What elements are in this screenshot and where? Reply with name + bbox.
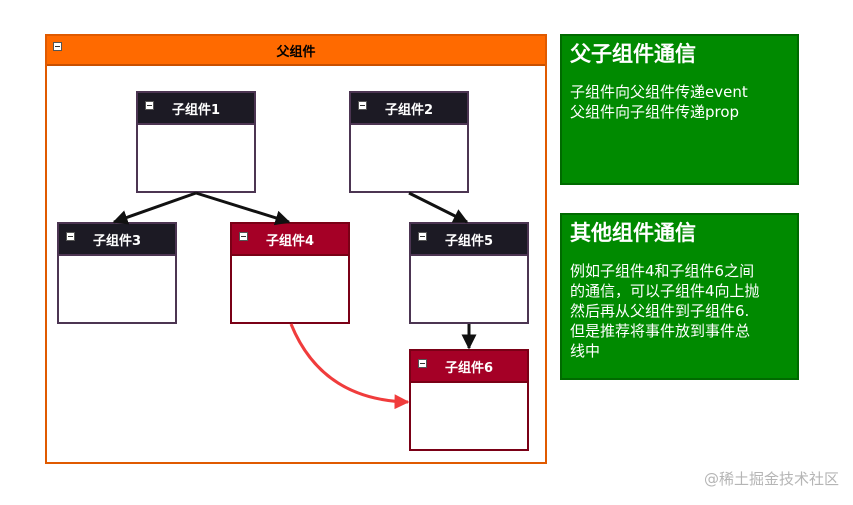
child-header: 子组件2 xyxy=(351,93,467,125)
collapse-icon[interactable] xyxy=(418,232,427,241)
child-header: 子组件6 xyxy=(411,351,527,383)
child-component-6: 子组件6 xyxy=(409,349,529,451)
child-header: 子组件1 xyxy=(138,93,254,125)
child-header: 子组件5 xyxy=(411,224,527,256)
edge-c1-c3 xyxy=(112,191,197,225)
watermark: @稀土掘金技术社区 xyxy=(703,470,839,488)
note-line: 然后再从父组件到子组件6. xyxy=(570,302,750,320)
note-line: 但是推荐将事件放到事件总 xyxy=(570,322,751,340)
note-body: 例如子组件4和子组件6之间 的通信，可以子组件4向上抛 然后再从父组件到子组件6… xyxy=(570,261,789,361)
note-title: 父子组件通信 xyxy=(570,42,696,66)
note-other-communication: 其他组件通信 例如子组件4和子组件6之间 的通信，可以子组件4向上抛 然后再从父… xyxy=(560,213,799,380)
child-component-3: 子组件3 xyxy=(57,222,177,324)
child-component-1: 子组件1 xyxy=(136,91,256,193)
child-header: 子组件3 xyxy=(59,224,175,256)
edge-c4-c6 xyxy=(289,323,410,410)
collapse-icon[interactable] xyxy=(418,359,427,368)
note-line: 线中 xyxy=(570,342,601,360)
note-line: 例如子组件4和子组件6之间 xyxy=(570,262,755,280)
collapse-icon[interactable] xyxy=(358,101,367,110)
collapse-icon[interactable] xyxy=(53,42,62,51)
collapse-icon[interactable] xyxy=(145,101,154,110)
child-header: 子组件4 xyxy=(232,224,348,256)
child-component-5: 子组件5 xyxy=(409,222,529,324)
child-component-2: 子组件2 xyxy=(349,91,469,193)
child-title: 子组件2 xyxy=(384,102,434,118)
child-title: 子组件3 xyxy=(92,233,142,249)
parent-title: 父组件 xyxy=(276,44,316,60)
child-title: 子组件1 xyxy=(171,102,221,118)
note-body: 子组件向父组件传递event 父组件向子组件传递prop xyxy=(570,82,789,122)
child-title: 子组件6 xyxy=(444,360,494,376)
note-line: 子组件向父组件传递event xyxy=(570,83,748,101)
edge-c2-c5 xyxy=(408,191,469,224)
child-title: 子组件5 xyxy=(444,233,494,249)
parent-header: 父组件 xyxy=(47,36,545,66)
child-component-4: 子组件4 xyxy=(230,222,350,324)
edge-c1-c4 xyxy=(195,191,291,226)
note-line: 的通信，可以子组件4向上抛 xyxy=(570,282,760,300)
note-title: 其他组件通信 xyxy=(570,221,696,245)
note-line: 父组件向子组件传递prop xyxy=(570,103,740,121)
child-title: 子组件4 xyxy=(265,233,315,249)
collapse-icon[interactable] xyxy=(239,232,248,241)
note-parent-child-communication: 父子组件通信 子组件向父组件传递event 父组件向子组件传递prop xyxy=(560,34,799,185)
collapse-icon[interactable] xyxy=(66,232,75,241)
